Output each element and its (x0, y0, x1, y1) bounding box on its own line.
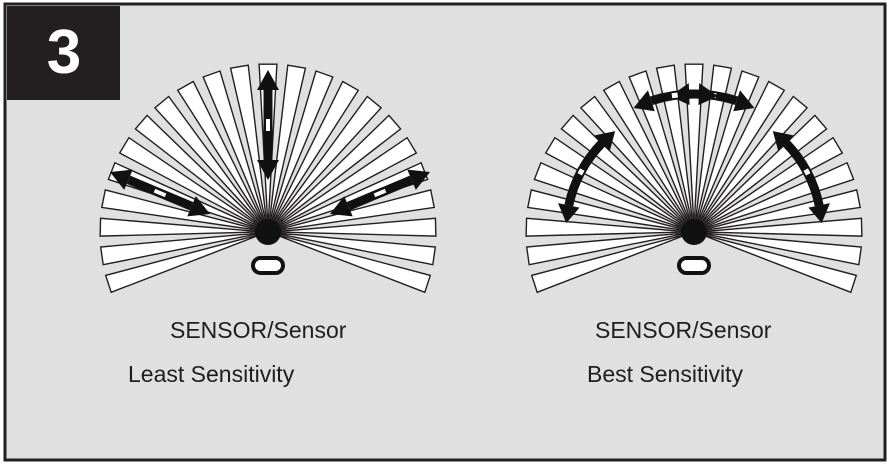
left-sensor-fan (99, 63, 437, 294)
top-right-curved-arrow (633, 83, 718, 112)
right-sensitivity-label: Best Sensitivity (587, 361, 743, 387)
left-sensor-center (255, 219, 281, 245)
up-down-arrow (257, 70, 279, 180)
left-sensitivity-arrows (110, 70, 430, 217)
right-sensor-center (681, 219, 707, 245)
step-number: 3 (46, 18, 82, 87)
right-diagonal-arrow (330, 169, 430, 217)
right-sensor-label: SENSOR/Sensor (595, 317, 772, 343)
step-badge (7, 6, 120, 100)
left-sensor-label: SENSOR/Sensor (170, 317, 347, 343)
right-sensor-lens-icon (677, 256, 711, 275)
left-sensor-lens-icon (251, 256, 285, 275)
left-sensitivity-label: Least Sensitivity (128, 361, 295, 387)
right-sensitivity-arrows (558, 83, 830, 224)
left-diagonal-arrow (110, 169, 210, 217)
right-curved-arrow (772, 131, 830, 224)
left-curved-arrow (558, 131, 616, 224)
